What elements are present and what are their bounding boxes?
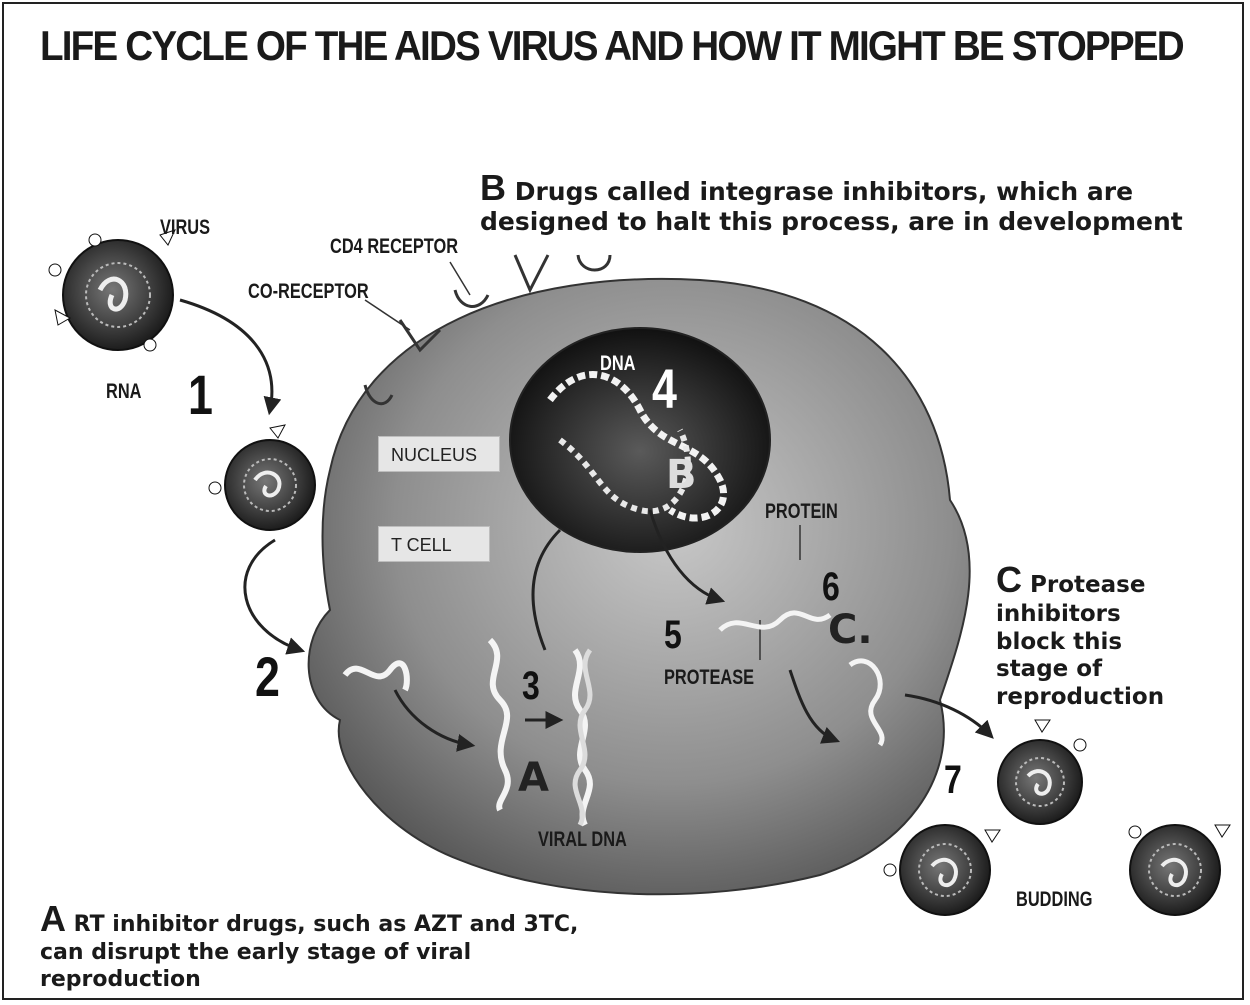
pointer-coreceptor (365, 300, 410, 330)
note-integrase-inhibitors: B Drugs called integrase inhibitors, whi… (480, 168, 1220, 236)
note-a-letter: A (40, 898, 66, 939)
virus-particle-budding-1 (998, 720, 1086, 824)
label-nucleus: NUCLEUS (378, 436, 500, 472)
stage-letter-a: A (518, 755, 549, 801)
cd4-receptor-2 (578, 255, 610, 270)
virus-particle-attaching (209, 425, 315, 530)
step-1: 1 (188, 362, 213, 427)
note-b-text: Drugs called integrase inhibitors, which… (480, 177, 1183, 236)
stage-letter-c: C. (828, 607, 873, 653)
virus-particle-budding-3 (1129, 825, 1230, 915)
virus-particle-free (49, 230, 175, 351)
pointer-cd4 (450, 262, 470, 295)
stage-letter-b: B (666, 452, 697, 498)
label-t-cell: T CELL (378, 526, 490, 562)
step-3: 3 (522, 664, 540, 709)
step-2: 2 (255, 644, 280, 709)
cd4-receptor-1 (515, 255, 548, 290)
label-protein: PROTEIN (765, 500, 838, 524)
virus-particle-budding-2 (884, 825, 1000, 915)
note-c-letter: C (996, 559, 1022, 600)
step-7: 7 (944, 758, 962, 803)
label-rna: RNA (106, 380, 141, 404)
nucleus (510, 328, 770, 552)
label-co-receptor: CO-RECEPTOR (248, 280, 369, 304)
note-b-letter: B (480, 167, 506, 208)
step-5: 5 (664, 613, 682, 658)
note-rt-inhibitors: A RT inhibitor drugs, such as AZT and 3T… (40, 897, 600, 993)
arrow-step-2 (245, 540, 300, 650)
note-protease-inhibitors: C Protease inhibitors block this stage o… (996, 558, 1196, 712)
note-c-text: Protease inhibitors block this stage of … (996, 572, 1164, 710)
label-protease: PROTEASE (664, 666, 754, 690)
note-a-text: RT inhibitor drugs, such as AZT and 3TC,… (40, 912, 578, 992)
label-dna: DNA (600, 352, 635, 376)
receptor-cup-1 (455, 290, 488, 306)
diagram-title: LIFE CYCLE OF THE AIDS VIRUS AND HOW IT … (40, 22, 1126, 70)
label-budding: BUDDING (1016, 888, 1092, 912)
label-cd4-receptor: CD4 RECEPTOR (330, 235, 458, 259)
step-6: 6 (822, 565, 840, 610)
label-viral-dna: VIRAL DNA (538, 828, 627, 852)
step-4: 4 (652, 356, 677, 421)
label-virus: VIRUS (160, 216, 210, 240)
